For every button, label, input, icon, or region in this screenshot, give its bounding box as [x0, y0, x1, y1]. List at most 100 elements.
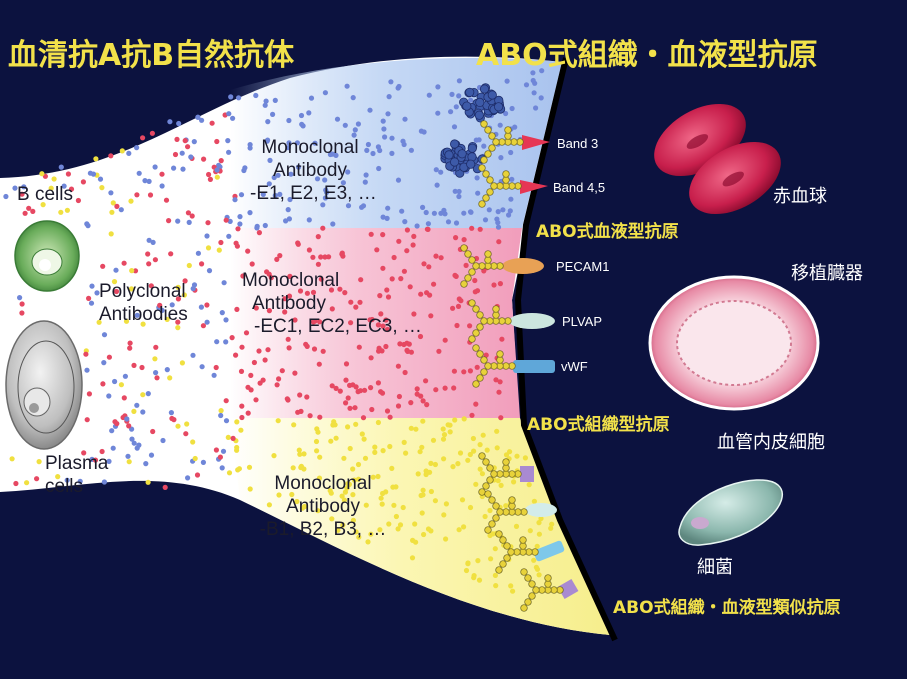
antibody-dot: [495, 220, 500, 225]
antibody-dot: [120, 148, 125, 153]
antibody-dot: [271, 453, 276, 458]
antibody-dot: [236, 95, 241, 100]
antibody-dot: [286, 207, 291, 212]
antibody-dot: [91, 172, 96, 177]
antibody-dot: [425, 227, 430, 232]
antibody-dot: [457, 189, 462, 194]
antibody-dot: [347, 383, 352, 388]
antibody-dot: [420, 419, 425, 424]
antibody-dot: [532, 90, 537, 95]
glycan-bead: [473, 306, 480, 313]
antibody-dot: [483, 217, 488, 222]
glycan-bead: [505, 318, 512, 325]
antibody-dot: [295, 240, 300, 245]
glycan-bead: [520, 549, 527, 556]
antibody-dot: [483, 514, 488, 519]
antibody-dot: [403, 451, 408, 456]
antibody-dot: [468, 452, 473, 457]
antibody-dot: [100, 264, 105, 269]
antibody-dot: [345, 84, 350, 89]
antibody-dot: [381, 448, 386, 453]
glycan-bead: [481, 357, 488, 364]
antibody-dot: [30, 209, 35, 214]
glycan-bead: [500, 561, 507, 568]
antibody-dot: [131, 363, 136, 368]
glycan-bead: [509, 509, 516, 516]
antibody-dot: [427, 93, 432, 98]
antibody-dot: [153, 370, 158, 375]
antibody-dot: [535, 567, 540, 572]
antibody-dot: [218, 413, 223, 418]
glycan-bead: [473, 263, 480, 270]
antibody-dot: [438, 170, 443, 175]
antibody-dot: [175, 424, 180, 429]
antibody-dot: [207, 268, 212, 273]
antibody-dot: [461, 369, 466, 374]
antibody-dot: [481, 433, 486, 438]
antibody-dot: [191, 286, 196, 291]
antibody-dot: [306, 110, 311, 115]
glycan-bead: [529, 581, 536, 588]
antibody-dot: [58, 210, 63, 215]
antibody-dot: [109, 428, 114, 433]
glycan-bead: [473, 381, 480, 388]
antibody-dot: [317, 362, 322, 367]
antibody-dot: [333, 422, 338, 427]
antibody-dot: [26, 206, 31, 211]
antibody-dot: [372, 445, 377, 450]
antibody-dot: [357, 345, 362, 350]
antibody-dot: [258, 381, 263, 386]
antibody-dot: [343, 400, 348, 405]
antibody-dot: [411, 242, 416, 247]
glycan-bead: [497, 183, 504, 190]
antibody-dot: [435, 84, 440, 89]
antibody-dot: [468, 210, 473, 215]
antibody-dot: [443, 386, 448, 391]
antibody-dot: [107, 355, 112, 360]
glycan-bead: [509, 503, 516, 510]
antibody-dot: [409, 148, 414, 153]
antibody-dot: [237, 214, 242, 219]
antibody-dot: [146, 261, 151, 266]
antibody-dot: [106, 393, 111, 398]
antibody-dot: [433, 462, 438, 467]
antibody-dot: [442, 432, 447, 437]
antibody-dot: [204, 302, 209, 307]
antibody-dot: [467, 323, 472, 328]
antibody-cluster-bead: [476, 98, 484, 106]
antibody-dot: [420, 492, 425, 497]
monoclonal-b-line2: Antibody: [253, 495, 393, 518]
glycan-bead: [461, 245, 468, 252]
glycan-bead: [487, 177, 494, 184]
antibody-dot: [485, 448, 490, 453]
glycan-bead: [500, 537, 507, 544]
antibody-dot: [449, 92, 454, 97]
antibody-dot: [498, 415, 503, 420]
antibody-dot: [477, 578, 482, 583]
antibody-dot: [404, 248, 409, 253]
antibody-dot: [493, 573, 498, 578]
antibody-dot: [495, 445, 500, 450]
antibody-dot: [205, 220, 210, 225]
glycan-bead: [461, 281, 468, 288]
antibody-dot: [396, 178, 401, 183]
antibody-dot: [24, 480, 29, 485]
antibody-dot: [163, 485, 168, 490]
antibody-dot: [206, 172, 211, 177]
tissue-antigen-label: ABO式組織型抗原: [527, 410, 670, 435]
antibody-dot: [214, 447, 219, 452]
bacteria-label: 細菌: [697, 553, 733, 579]
antibody-dot: [247, 465, 252, 470]
antibody-dot: [228, 94, 233, 99]
antibody-dot: [316, 262, 321, 267]
antibody-dot: [195, 472, 200, 477]
antibody-dot: [291, 422, 296, 427]
plasma-cell-illustration: [6, 321, 82, 449]
antibody-dot: [314, 426, 319, 431]
antibody-dot: [114, 204, 119, 209]
antibody-dot: [239, 404, 244, 409]
antibody-dot: [496, 390, 501, 395]
antibody-dot: [496, 478, 501, 483]
organ-illustration: [650, 277, 818, 409]
antibody-dot: [125, 454, 130, 459]
